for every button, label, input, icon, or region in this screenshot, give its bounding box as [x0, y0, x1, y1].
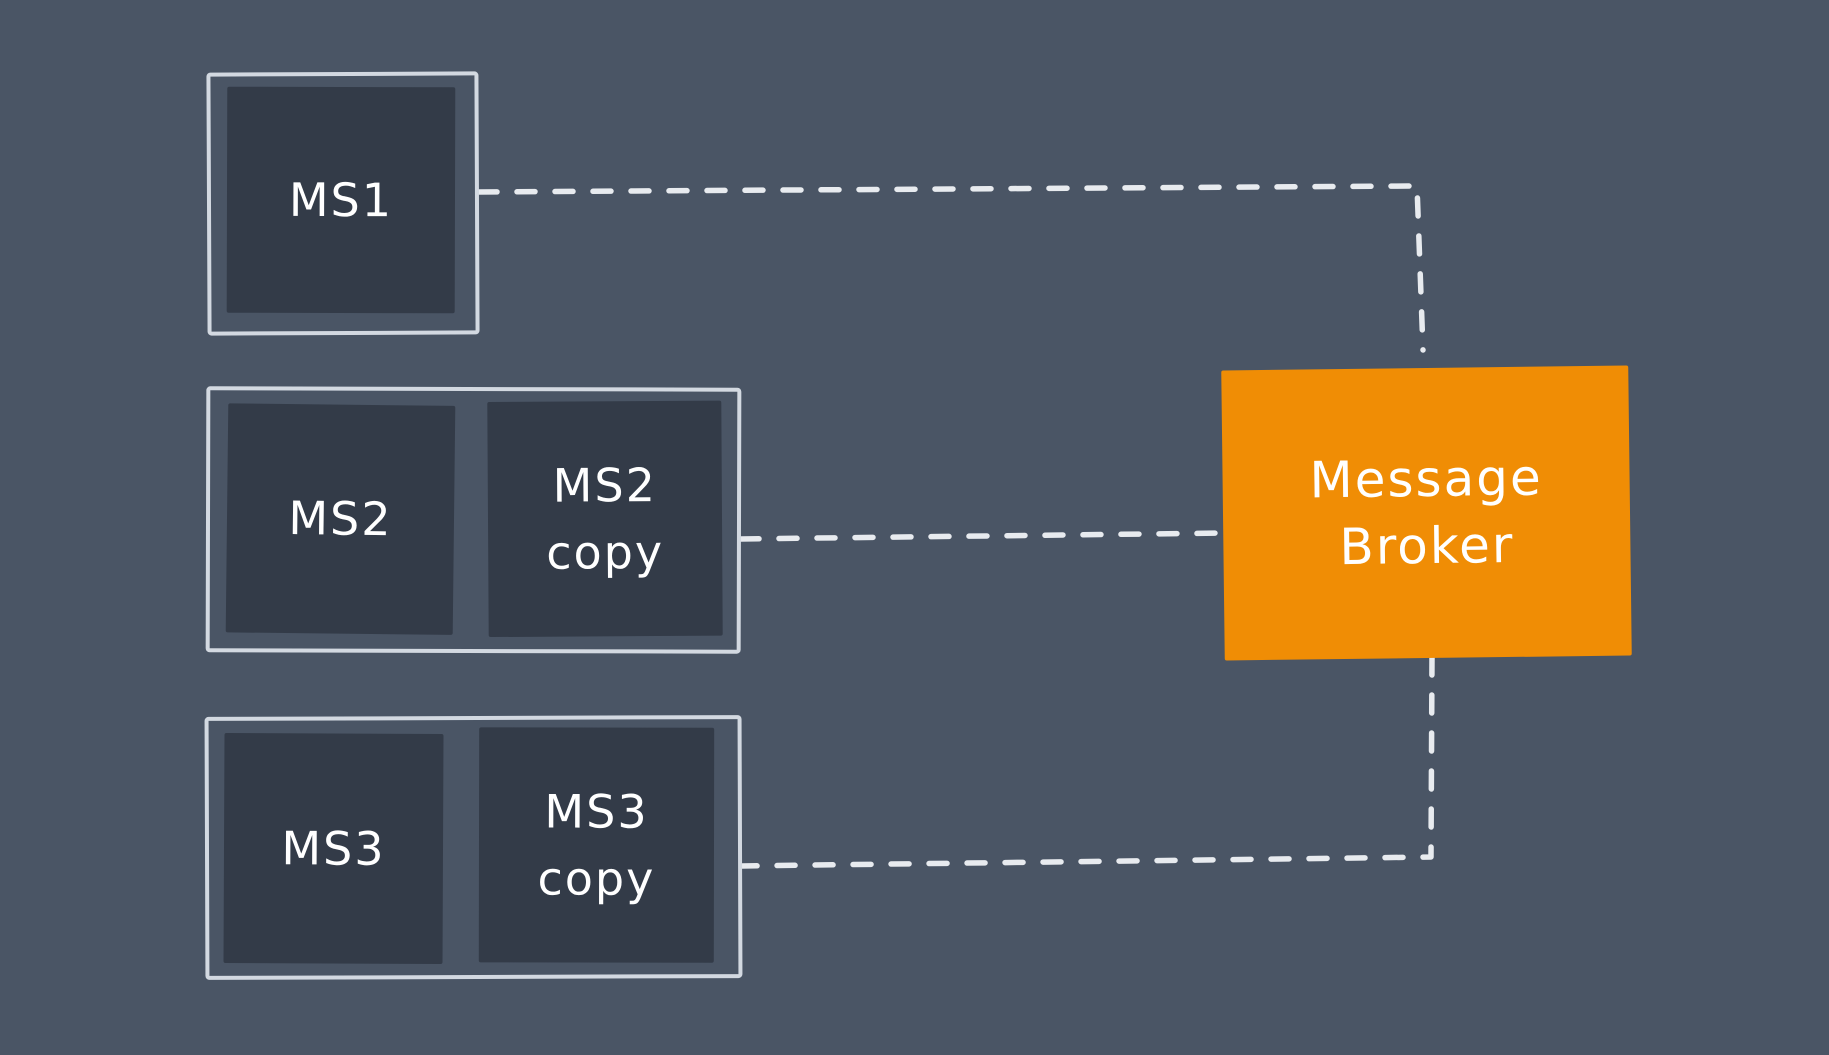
ms1-node: MS1: [226, 86, 456, 314]
connector-ms1-broker: [476, 183, 1426, 353]
ms3-group: MS3 MS3 copy: [204, 715, 743, 980]
ms3-copy-label: MS3 copy: [537, 784, 656, 906]
ms3-node: MS3: [223, 733, 444, 964]
ms2-group: MS2 MS2 copy: [205, 386, 742, 654]
message-broker-node: Message Broker: [1221, 365, 1632, 661]
connector-ms2-broker: [738, 530, 1229, 542]
ms2-label: MS2: [288, 491, 393, 547]
ms2-copy-label: MS2 copy: [546, 457, 665, 580]
ms3-label: MS3: [281, 820, 386, 876]
connector-broker-ms3: [739, 654, 1435, 869]
ms3-copy-node: MS3 copy: [478, 727, 715, 963]
message-broker-label: Message Broker: [1309, 448, 1543, 577]
ms2-node: MS2: [225, 403, 456, 635]
ms1-label: MS1: [288, 172, 394, 227]
ms1-group: MS1: [206, 71, 480, 336]
ms2-copy-node: MS2 copy: [487, 400, 723, 638]
